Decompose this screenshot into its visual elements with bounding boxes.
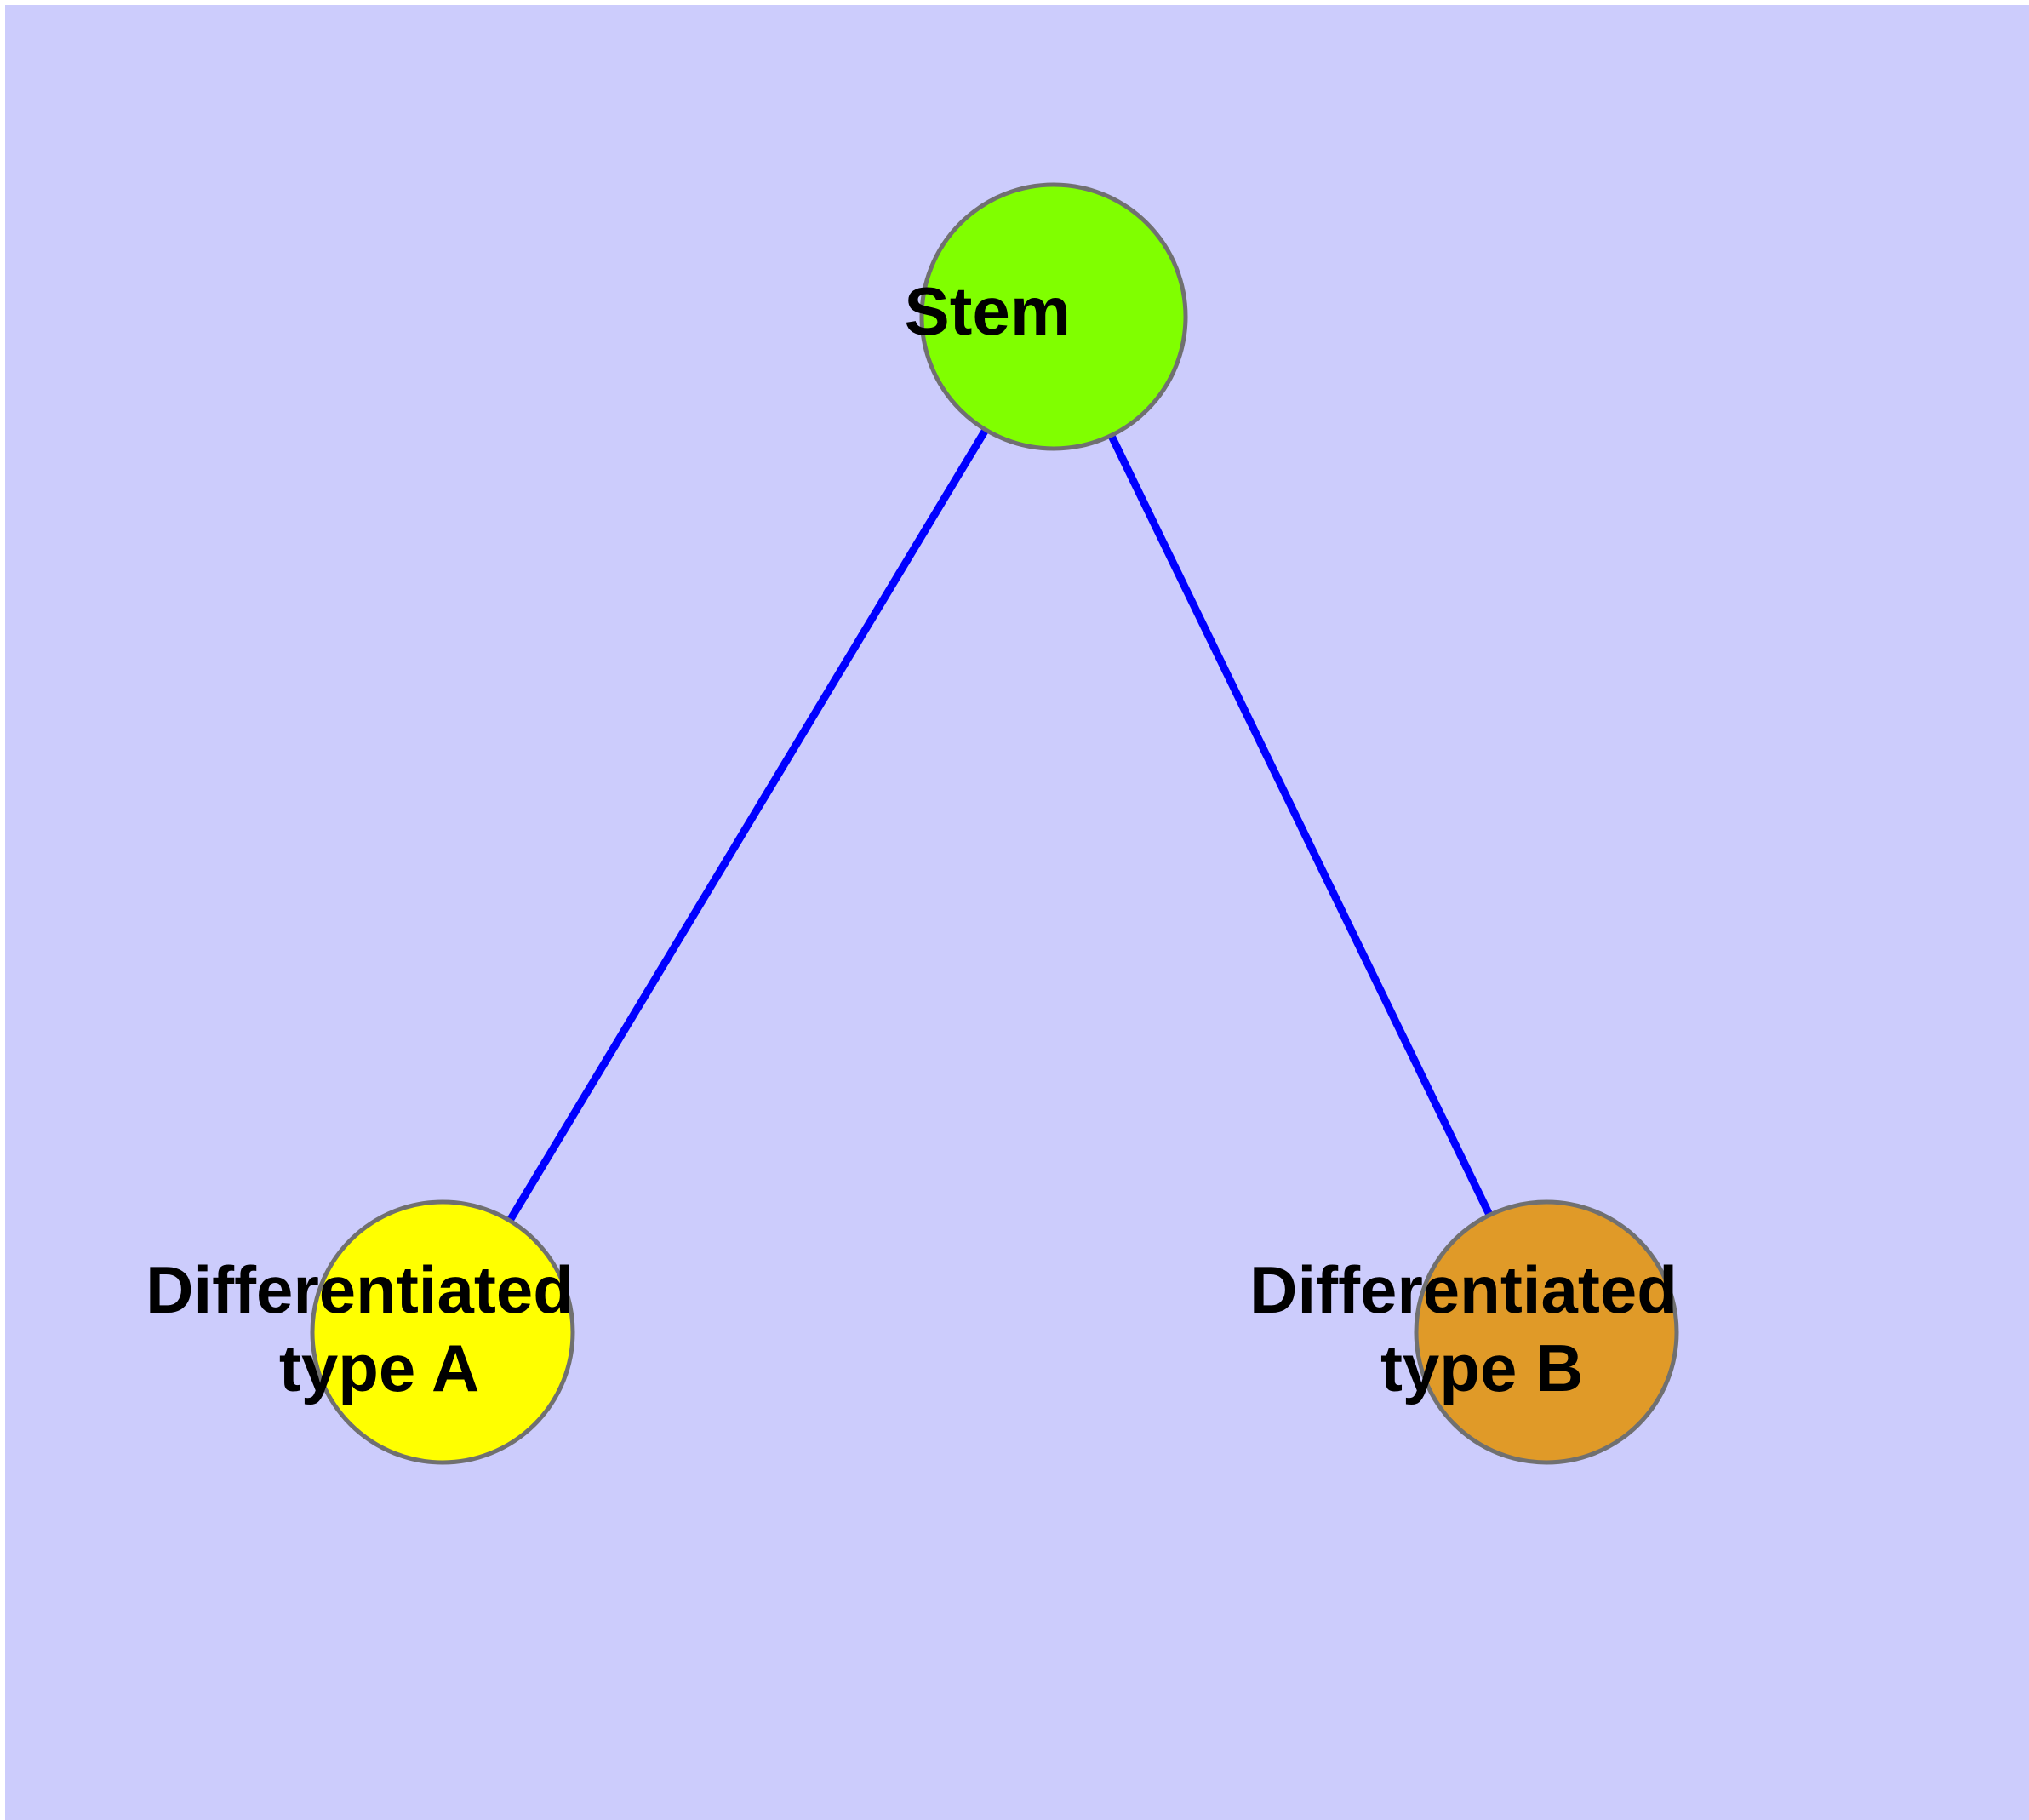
node-differentiated-type-a-label-line-1: Differentiated xyxy=(146,1252,574,1327)
node-differentiated-type-b[interactable] xyxy=(1414,1199,1679,1465)
node-differentiated-type-a-label-line-2: type A xyxy=(279,1331,478,1405)
node-differentiated-type-a[interactable] xyxy=(310,1199,575,1465)
node-stem-label: Stem xyxy=(904,273,1203,349)
edge-layer xyxy=(439,314,1551,1335)
edge-stem-to-differentiated-type-b[interactable] xyxy=(1049,315,1551,1334)
node-layer xyxy=(310,182,1679,1465)
node-stem-circle[interactable] xyxy=(919,182,1188,451)
node-stem-label-line-1: Stem xyxy=(904,273,1071,349)
node-differentiated-type-b-label-line-2: type B xyxy=(1380,1331,1583,1405)
node-differentiated-type-a-circle[interactable] xyxy=(310,1199,575,1465)
label-layer: Stem Differentiated type A Differentiate… xyxy=(146,273,1843,1405)
node-differentiated-type-b-circle[interactable] xyxy=(1414,1199,1679,1465)
edge-stem-to-differentiated-type-a[interactable] xyxy=(439,314,1057,1335)
node-differentiated-type-a-label: Differentiated type A xyxy=(146,1252,740,1405)
node-differentiated-type-b-label: Differentiated type B xyxy=(1249,1252,1843,1405)
node-differentiated-type-b-label-line-1: Differentiated xyxy=(1249,1252,1677,1327)
node-stem[interactable] xyxy=(919,182,1188,451)
